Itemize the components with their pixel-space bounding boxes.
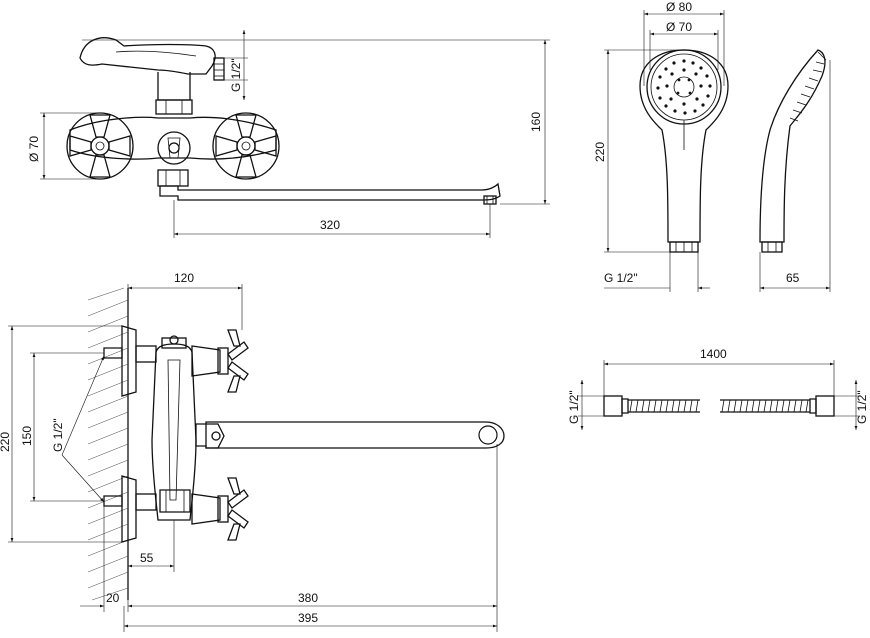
hose-left-thread-label: G 1/2" — [567, 390, 581, 424]
shower-dimensions: Ø 80 Ø 70 220 G 1/2" — [593, 0, 725, 292]
top-thread-stub — [213, 57, 225, 81]
lever-handle — [79, 37, 216, 75]
hose-length-label: 1400 — [700, 347, 727, 361]
side-outlet-offset-label: 55 — [140, 551, 154, 565]
top-spout-length-label: 320 — [320, 218, 340, 232]
side-spout-reach-label: 380 — [298, 591, 318, 605]
shower-head-side — [759, 49, 827, 253]
top-height-label: 160 — [529, 112, 543, 132]
side-inlet-spacing-label: 150 — [20, 426, 34, 446]
shower-side-nozzles — [789, 61, 825, 122]
hose-right-thread-label: G 1/2" — [855, 390, 869, 424]
shower-nozzles — [656, 59, 712, 115]
side-total-height-label: 220 — [0, 432, 12, 452]
mixer-side-view — [103, 325, 505, 543]
side-spout — [195, 421, 505, 449]
shower-side-dimensions: 65 — [759, 60, 831, 292]
shower-head-front — [639, 49, 729, 253]
spout — [159, 182, 501, 201]
shower-length-label: 220 — [593, 142, 607, 162]
wall-hatching — [87, 287, 129, 601]
top-view-dimensions: G 1/2" Ø 70 160 320 — [27, 30, 550, 238]
side-eccentric-width-label: 120 — [174, 271, 194, 285]
diverter-cap — [157, 131, 191, 165]
side-inlet-thread-label: G 1/2" — [51, 418, 65, 452]
right-handwheel — [212, 112, 280, 180]
shower-outer-diameter-label: Ø 80 — [666, 0, 692, 14]
left-handwheel — [66, 112, 134, 180]
side-view-dimensions: 120 220 150 G 1/2" 55 20 380 395 — [0, 271, 498, 632]
side-total-reach-label: 395 — [298, 611, 318, 625]
side-wall-offset-label: 20 — [106, 591, 120, 605]
top-handwheel-diameter-label: Ø 70 — [27, 136, 41, 162]
shower-depth-label: 65 — [786, 271, 800, 285]
mixer-front-view — [66, 37, 501, 205]
shower-thread-label: G 1/2" — [604, 271, 638, 285]
shower-hose — [603, 395, 835, 417]
hose-dimensions: 1400 G 1/2" G 1/2" — [567, 347, 869, 430]
shower-face-diameter-label: Ø 70 — [666, 20, 692, 34]
top-inlet-thread-label: G 1/2" — [229, 58, 243, 92]
